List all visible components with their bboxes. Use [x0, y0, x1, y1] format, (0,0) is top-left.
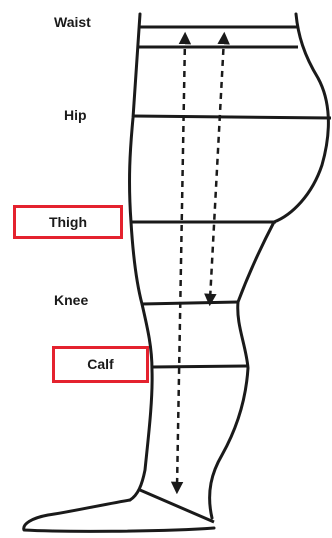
- length-arrows: [177, 38, 224, 488]
- outseam-arrow: [177, 38, 185, 488]
- waist-label: Waist: [54, 15, 91, 29]
- measurement-lines: [131, 27, 331, 522]
- ankle-line: [140, 490, 214, 522]
- thigh-length-arrow: [210, 38, 224, 300]
- leg-back-contour: [130, 14, 153, 500]
- knee-label: Knee: [54, 293, 88, 307]
- hip-line: [133, 116, 331, 118]
- leg-outline: [24, 14, 329, 531]
- leg-front-contour: [210, 14, 329, 518]
- calf-label: Calf: [52, 346, 149, 383]
- foot-contour: [24, 500, 214, 531]
- knee-line: [142, 302, 238, 304]
- thigh-label: Thigh: [13, 205, 123, 239]
- calf-line: [152, 366, 247, 367]
- hip-label: Hip: [64, 108, 87, 122]
